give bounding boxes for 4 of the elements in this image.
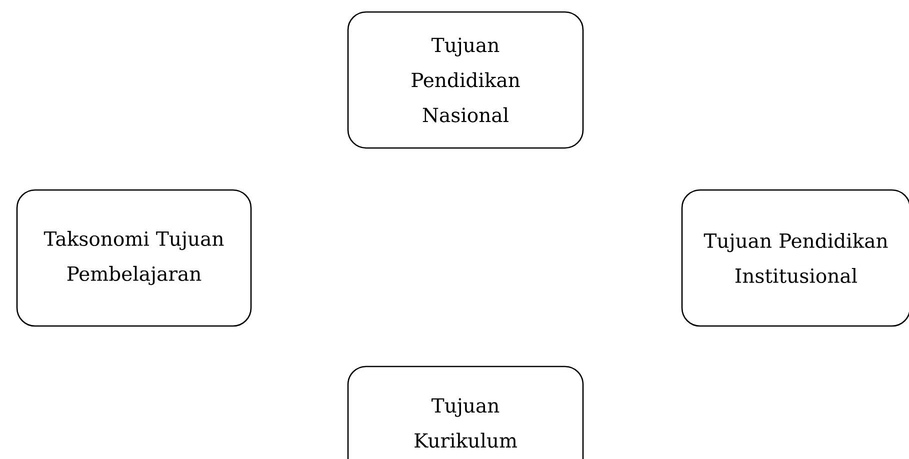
rounded-box: Tujuan Kurikulum (347, 366, 584, 459)
rounded-box: Taksonomi Tujuan Pembelajaran (16, 189, 252, 327)
rounded-box: Tujuan Pendidikan Institusional (681, 189, 909, 327)
rounded-box: Tujuan Pendidikan Nasional (347, 11, 584, 149)
